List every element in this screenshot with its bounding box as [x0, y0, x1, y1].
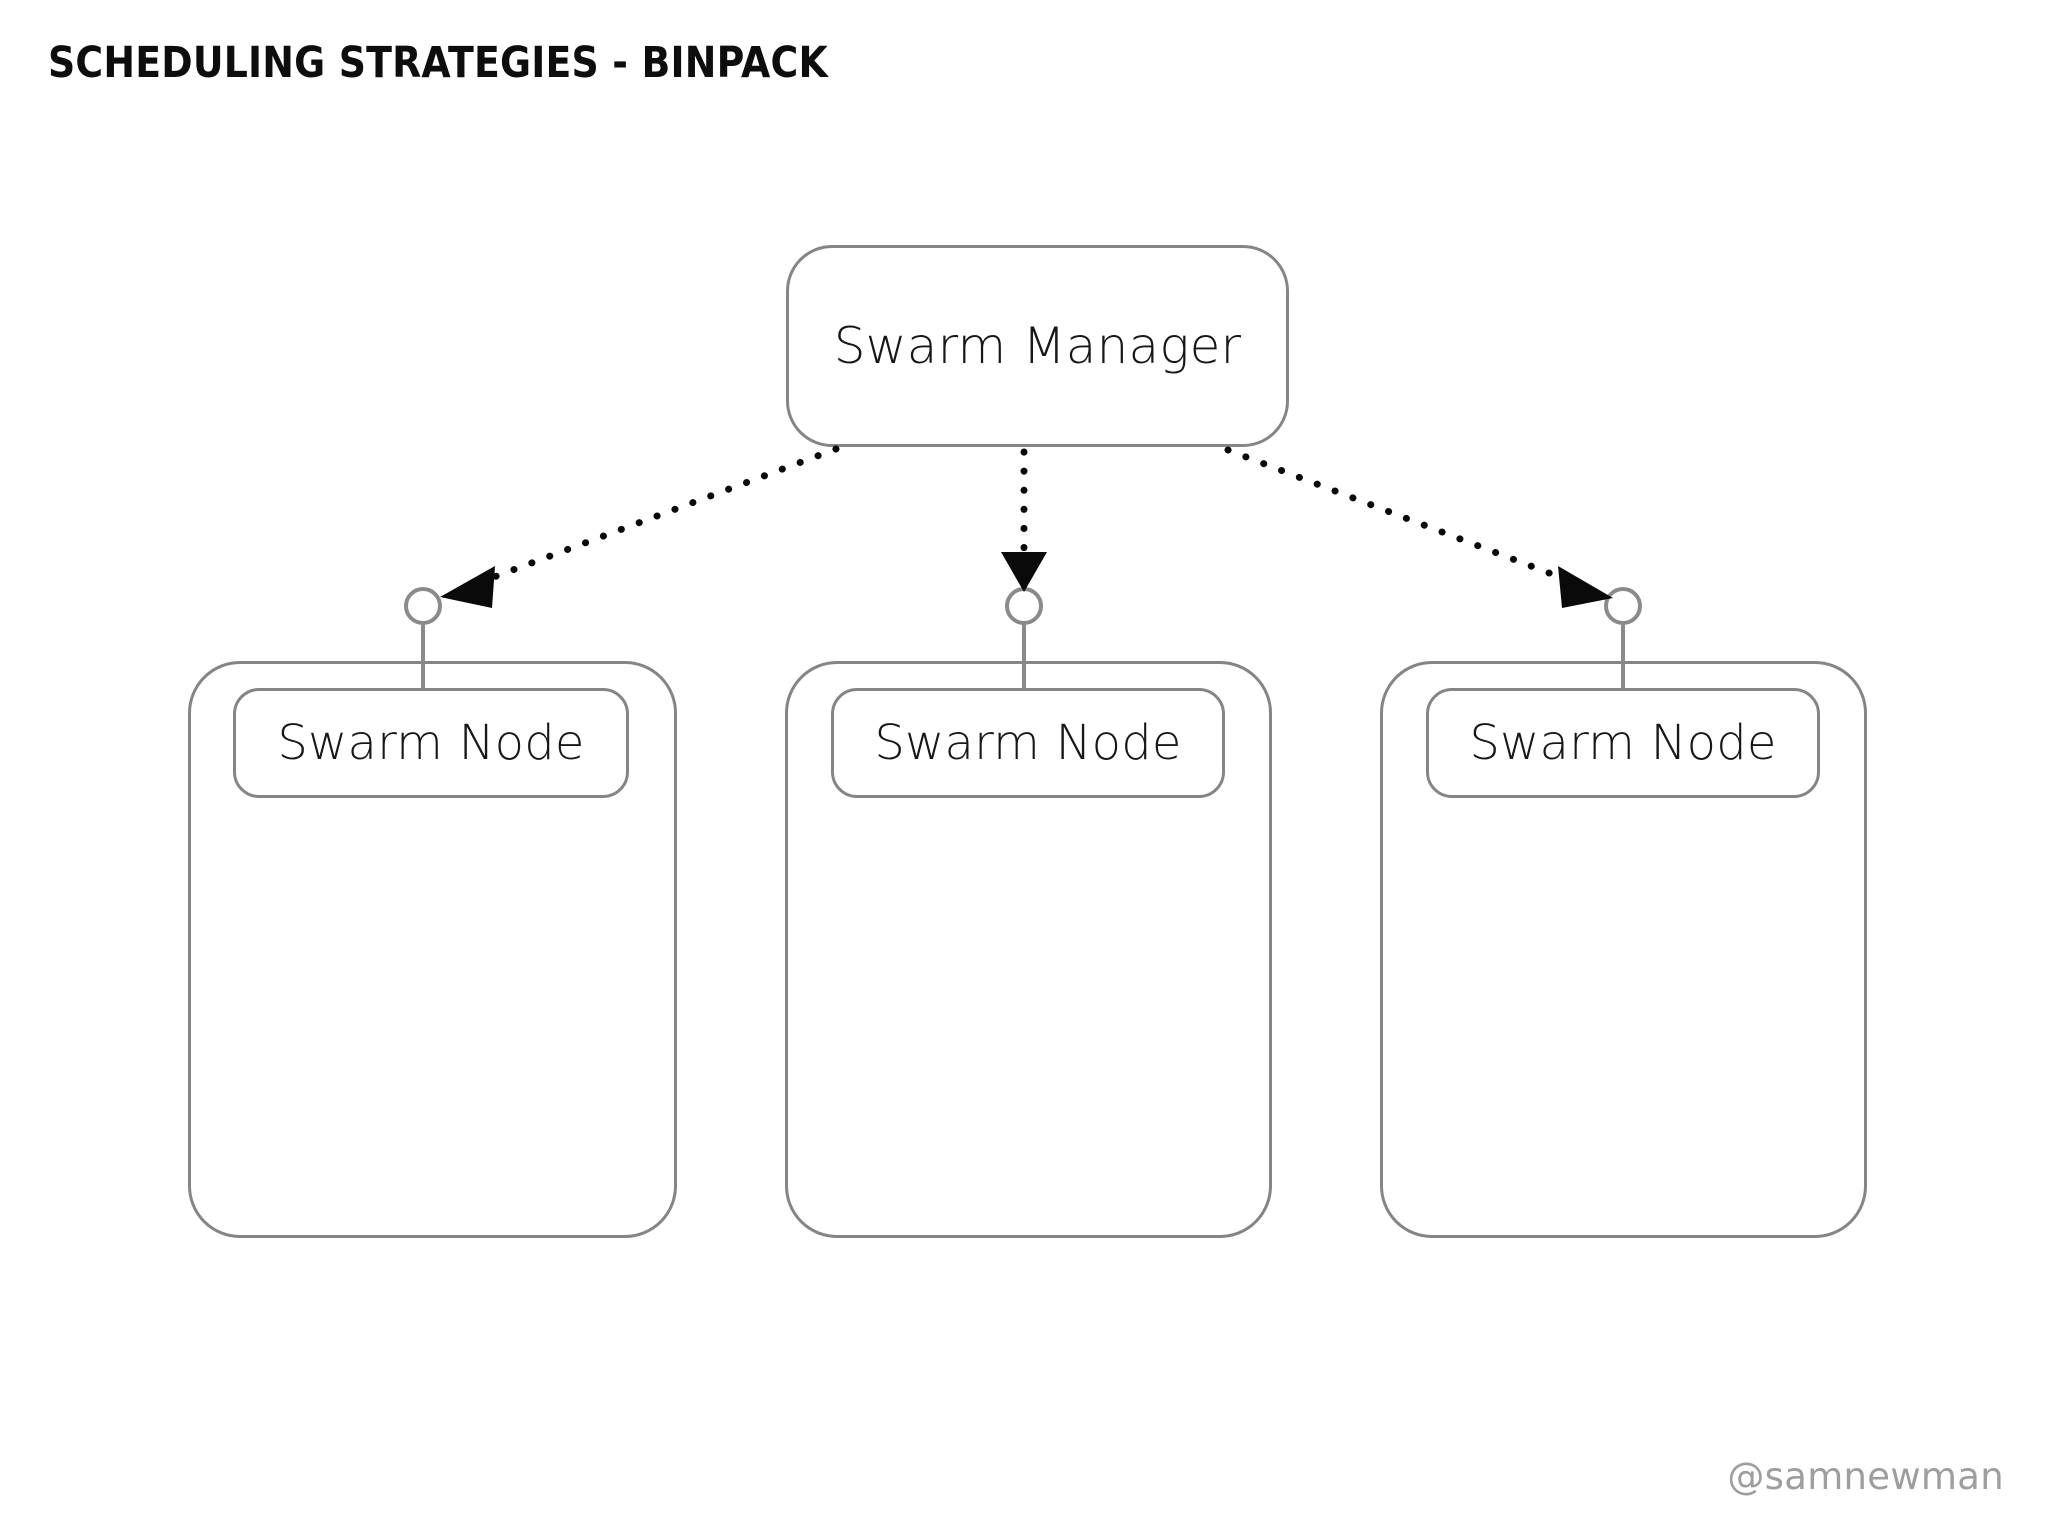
swarm-manager-label: Swarm Manager [833, 317, 1242, 375]
swarm-manager-box[interactable]: Swarm Manager [786, 245, 1289, 447]
swarm-node-label-box-3[interactable]: Swarm Node [1426, 688, 1820, 798]
edge-manager-to-node-3 [1224, 446, 1587, 590]
node-port-stem-3 [1621, 622, 1625, 692]
node-port-stem-1 [421, 622, 425, 692]
page-title: SCHEDULING STRATEGIES - BINPACK [48, 38, 828, 88]
node-port-circle-3[interactable] [1604, 587, 1642, 625]
arrow-head-node-2 [1001, 552, 1047, 592]
swarm-node-label-2: Swarm Node [874, 715, 1182, 771]
swarm-node-label-3: Swarm Node [1469, 715, 1777, 771]
swarm-node-label-box-1[interactable]: Swarm Node [233, 688, 629, 798]
swarm-node-label-1: Swarm Node [277, 715, 585, 771]
node-port-circle-2[interactable] [1005, 587, 1043, 625]
swarm-node-label-box-2[interactable]: Swarm Node [831, 688, 1225, 798]
edge-manager-to-node-1 [466, 445, 840, 590]
node-port-stem-2 [1022, 622, 1026, 692]
watermark: @samnewman [1727, 1455, 2004, 1498]
arrow-head-node-1 [440, 566, 495, 608]
node-port-circle-1[interactable] [404, 587, 442, 625]
